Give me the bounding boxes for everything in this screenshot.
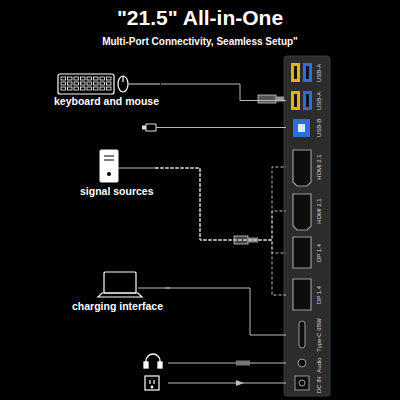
cable [156, 168, 286, 240]
outlet-icon [145, 376, 286, 390]
port-slot: DP 1.4 [286, 234, 326, 272]
port-slot: Audio [286, 355, 326, 375]
pc-tower-icon [100, 150, 158, 182]
type-c-port [299, 321, 305, 348]
port-label: DP 1.4 [316, 286, 323, 304]
device-node: signal sources [80, 148, 156, 197]
port-label: USB-A [316, 91, 323, 109]
device-node: keyboard and mouse [54, 66, 161, 107]
port-label: HDMI 2.1 [316, 198, 323, 223]
device-caption: keyboard and mouse [54, 95, 159, 107]
port-slot: USB-A [286, 88, 326, 113]
port-label: Audio [316, 357, 323, 372]
port-label: Type-C 65W [316, 318, 323, 351]
port-slot: DC IN [286, 374, 326, 395]
port-label: DP 1.4 [316, 244, 323, 262]
hdmi-ports [293, 150, 311, 230]
dc-port [295, 376, 309, 390]
device-node: charging interface [72, 270, 165, 312]
audio-jack [298, 359, 306, 367]
keyboard-icon [58, 74, 160, 94]
usb-b-port [293, 119, 310, 137]
cable [156, 168, 286, 295]
port-slot: USB-B [286, 116, 326, 140]
usb-a-ports [291, 63, 312, 110]
port-panel [284, 56, 330, 396]
port-label: USB-A [316, 63, 323, 81]
device-caption: signal sources [80, 185, 154, 197]
device-caption: charging interface [72, 300, 163, 312]
cable [161, 84, 286, 101]
dp-ports [293, 237, 311, 310]
port-label: USB-B [316, 119, 323, 137]
port-slot: HDMI 2.1 [286, 190, 326, 232]
port-slot: USB-A [286, 60, 326, 85]
subtitle: Multi-Port Connectivity, Seamless Setup" [0, 36, 400, 47]
usb-plug [258, 95, 284, 103]
laptop-icon [98, 272, 170, 297]
port-slot: Type-C 65W [286, 316, 326, 354]
usb-b-cable [142, 124, 286, 131]
headphone-icon [144, 354, 286, 368]
cable [165, 288, 286, 335]
page-title: "21.5" All-in-One [0, 6, 400, 30]
port-label: DC IN [316, 376, 323, 392]
cable [156, 167, 286, 240]
port-label: HDMI 2.1 [316, 154, 323, 179]
port-slot: HDMI 2.1 [286, 146, 326, 188]
port-slot: DP 1.4 [286, 276, 326, 314]
